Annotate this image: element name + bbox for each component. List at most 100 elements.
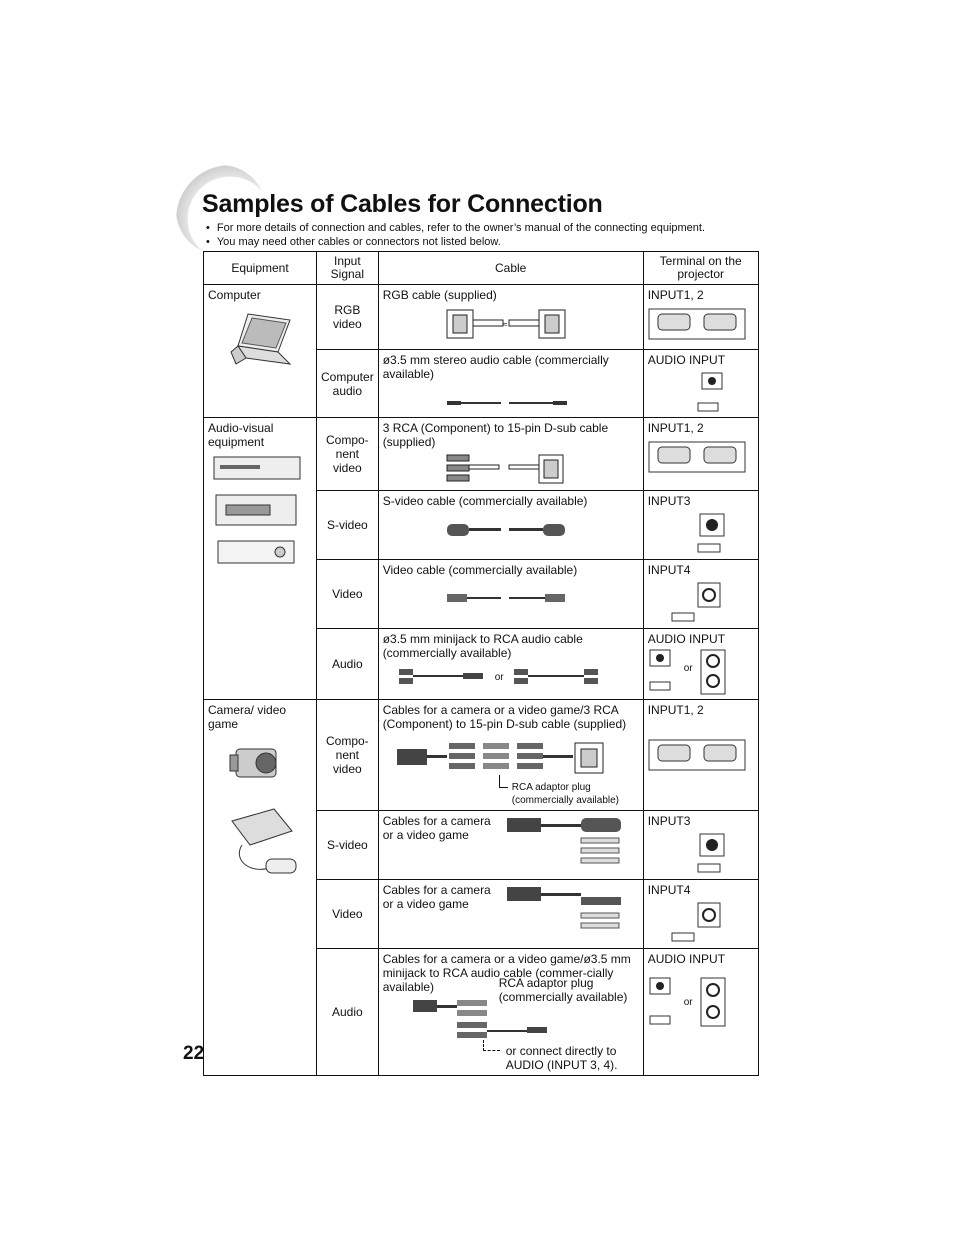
cable-label: Cables for a camera or a video game (382, 883, 491, 911)
header-input-signal: Input Signal (316, 251, 379, 285)
cable-av-component: 3 RCA (Component) to 15-pin D-sub cable … (377, 417, 644, 491)
equipment-label: Audio-visual equipment (208, 421, 274, 449)
signal-computer-audio: Computer audio (316, 349, 379, 418)
signal-av-svideo: S-video (316, 490, 379, 560)
or-label: or (683, 997, 693, 1008)
terminal-camera-component: INPUT1, 2 (642, 699, 759, 811)
camera-video-cable-icon (506, 887, 621, 929)
note-item: For more details of connection and cable… (206, 221, 705, 235)
header-terminal: Terminal on the projector (642, 251, 759, 285)
terminal-camera-video: INPUT4 (642, 879, 759, 949)
table-row: Audio Cables for a camera or a video gam… (204, 948, 759, 1076)
svideo-port-icon (697, 833, 725, 873)
callout-line (498, 775, 508, 788)
or-label: or (494, 671, 504, 683)
adaptor-label: RCA adaptor plug (commercially available… (498, 976, 628, 1004)
audio-jack-icon (649, 649, 671, 691)
cable-camera-component: Cables for a camera or a video game/3 RC… (377, 699, 644, 811)
cable-av-video: Video cable (commercially available) (377, 559, 644, 629)
page-title: Samples of Cables for Connection (202, 190, 603, 218)
cable-label: ø3.5 mm minijack to RCA audio cable (com… (382, 632, 583, 660)
camera-gamepad-icon (229, 748, 297, 874)
terminal-label: AUDIO INPUT (647, 952, 726, 966)
terminal-label: INPUT4 (647, 883, 691, 897)
equipment-label: Camera/ video game (208, 703, 287, 731)
svideo-port-icon (697, 513, 725, 553)
terminal-computer-audio: AUDIO INPUT (642, 349, 759, 418)
cable-label: Cables for a camera or a video game/ø3.5… (382, 952, 631, 994)
camera-component-cable-icon (396, 742, 604, 774)
component-cable-icon (446, 454, 564, 484)
cable-label: Cables for a camera or a video game (382, 814, 491, 842)
terminal-label: INPUT3 (647, 814, 691, 828)
minijack-rca-cable-icon (398, 669, 483, 684)
terminal-label: INPUT3 (647, 494, 691, 508)
table-row: Video Video cable (commercially availabl… (204, 559, 759, 629)
terminal-camera-svideo: INPUT3 (642, 810, 759, 880)
audio-jack-icon (649, 977, 671, 1025)
rca-rca-cable-icon (513, 669, 598, 684)
terminal-label: INPUT1, 2 (647, 421, 704, 435)
page-number: 22 (183, 1043, 205, 1064)
cable-label: Cables for a camera or a video game/3 RC… (382, 703, 627, 731)
note-item: You may need other cables or connectors … (206, 235, 705, 249)
header-row: Equipment Input Signal Cable Terminal on… (203, 251, 759, 285)
av-devices-icon (213, 456, 301, 564)
cable-label: ø3.5 mm stereo audio cable (commercially… (382, 353, 609, 381)
signal-rgb: RGB video (316, 284, 379, 350)
svg-text:≈: ≈ (503, 320, 508, 329)
terminal-rgb: INPUT1, 2 (642, 284, 759, 350)
table-row: Computer audio ø3.5 mm stereo audio cabl… (204, 349, 759, 418)
laptop-icon (230, 313, 292, 365)
terminal-av-component: INPUT1, 2 (642, 417, 759, 491)
audio-jack-icon (697, 372, 723, 412)
table-row: Audio ø3.5 mm minijack to RCA audio cabl… (204, 628, 759, 700)
terminal-label: INPUT1, 2 (647, 703, 704, 717)
signal-av-audio: Audio (316, 628, 379, 700)
terminal-label: INPUT4 (647, 563, 691, 577)
adaptor-label: RCA adaptor plug (commercially available… (511, 782, 620, 806)
callout-line (482, 1040, 500, 1051)
rca-audio-ports-icon (700, 977, 726, 1027)
cable-av-svideo: S-video cable (commercially available) (377, 490, 644, 560)
dsub-ports-icon (648, 308, 746, 340)
table-row: Video Cables for a camera or a video gam… (204, 879, 759, 949)
notes-list: For more details of connection and cable… (206, 221, 705, 249)
terminal-av-svideo: INPUT3 (642, 490, 759, 560)
cable-label: Video cable (commercially available) (382, 563, 578, 577)
cable-rgb: RGB cable (supplied) ≈ (377, 284, 644, 350)
equipment-computer: Computer (203, 284, 317, 418)
equipment-av: Audio-visual equipment (203, 417, 317, 700)
header-cable: Cable (377, 251, 644, 285)
terminal-label: AUDIO INPUT (647, 353, 726, 367)
cable-camera-audio: Cables for a camera or a video game/ø3.5… (377, 948, 644, 1076)
equipment-label: Computer (208, 288, 261, 302)
or-label: or (683, 663, 693, 674)
cable-label: RGB cable (supplied) (382, 288, 497, 302)
signal-camera-component: Compo-nent video (316, 699, 379, 811)
rgb-cable-icon: ≈ (446, 309, 566, 339)
terminal-camera-audio: AUDIO INPUT or (642, 948, 759, 1076)
header-equipment: Equipment (203, 251, 317, 285)
cable-camera-svideo: Cables for a camera or a video game (377, 810, 644, 880)
table-row: Camera/ video game Compo-nent video Cabl… (203, 699, 759, 1076)
signal-camera-audio: Audio (316, 948, 379, 1076)
signal-av-component: Compo-nent video (316, 417, 379, 491)
signal-camera-svideo: S-video (316, 810, 379, 880)
terminal-av-video: INPUT4 (642, 559, 759, 629)
cable-computer-audio: ø3.5 mm stereo audio cable (commercially… (377, 349, 644, 418)
cable-camera-video: Cables for a camera or a video game (377, 879, 644, 949)
equipment-camera: Camera/ video game (203, 699, 317, 1076)
signal-camera-video: Video (316, 879, 379, 949)
table-row: Computer RGB video RGB cable (supplied) … (203, 284, 759, 418)
terminal-label: INPUT1, 2 (647, 288, 704, 302)
cable-table: Equipment Input Signal Cable Terminal on… (203, 251, 759, 1076)
terminal-label: AUDIO INPUT (647, 632, 726, 646)
signal-av-video: Video (316, 559, 379, 629)
cable-av-audio: ø3.5 mm minijack to RCA audio cable (com… (377, 628, 644, 700)
terminal-av-audio: AUDIO INPUT or (642, 628, 759, 700)
camera-audio-cable-icon (412, 1000, 547, 1038)
direct-connect-label: or connect directly to AUDIO (INPUT 3, 4… (505, 1044, 618, 1072)
svideo-cable-icon (446, 524, 565, 536)
rca-port-icon (671, 582, 721, 622)
